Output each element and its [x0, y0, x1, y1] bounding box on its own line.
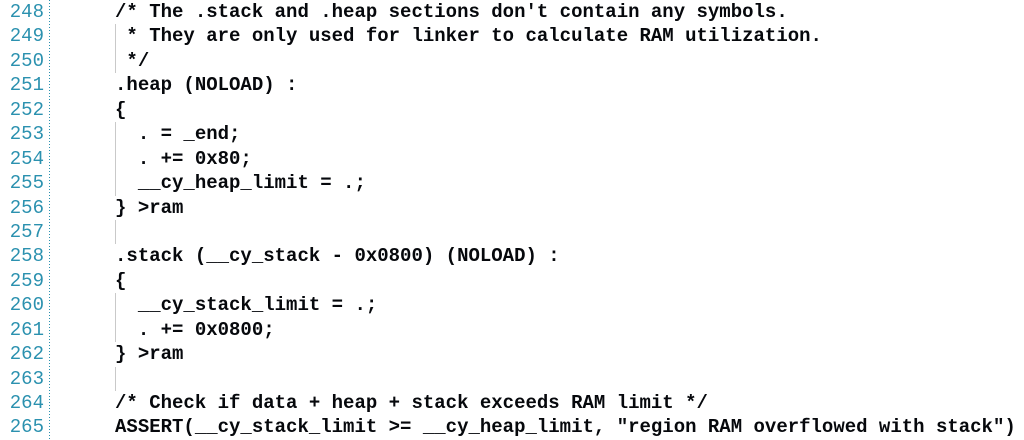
code-text[interactable]: */: [58, 49, 150, 72]
code-line: 265 ASSERT(__cy_stack_limit >= __cy_heap…: [0, 415, 1024, 439]
indent-guide-line: [115, 293, 116, 318]
indent-guide-line: [115, 317, 116, 343]
indent-guide-line: [115, 171, 116, 196]
code-text[interactable]: . += 0x0800;: [58, 318, 275, 341]
code-text[interactable]: __cy_heap_limit = .;: [58, 172, 366, 195]
code-text[interactable]: ASSERT(__cy_stack_limit >= __cy_heap_lim…: [58, 416, 1016, 439]
line-number[interactable]: 248: [9, 1, 44, 23]
line-number[interactable]: 259: [9, 269, 44, 292]
line-number[interactable]: 261: [9, 318, 44, 341]
line-number[interactable]: 253: [9, 123, 44, 146]
gutter-separator: [49, 0, 50, 440]
line-number[interactable]: 250: [9, 49, 44, 72]
code-text[interactable]: {: [58, 269, 127, 292]
line-number[interactable]: 254: [9, 147, 44, 170]
code-text[interactable]: .stack (__cy_stack - 0x0800) (NOLOAD) :: [58, 245, 560, 268]
code-text[interactable]: * They are only used for linker to calcu…: [58, 25, 822, 48]
line-number[interactable]: 260: [9, 294, 44, 317]
line-number[interactable]: 249: [9, 25, 44, 48]
code-line: 257: [0, 219, 1024, 245]
line-number[interactable]: 256: [9, 196, 44, 219]
code-text[interactable]: .heap (NOLOAD) :: [58, 74, 298, 97]
code-text[interactable]: {: [58, 98, 127, 121]
indent-guide-line: [115, 219, 116, 245]
line-number[interactable]: 255: [9, 172, 44, 195]
line-number[interactable]: 252: [9, 98, 44, 121]
code-text[interactable]: [44, 367, 58, 391]
code-text[interactable]: [44, 220, 58, 244]
code-line: 248 /* The .stack and .heap sections don…: [0, 0, 1024, 24]
code-line: 254 . += 0x80;: [0, 146, 1024, 172]
code-line: 258 .stack (__cy_stack - 0x0800) (NOLOAD…: [0, 244, 1024, 268]
code-text[interactable]: /* Check if data + heap + stack exceeds …: [58, 392, 708, 414]
line-number[interactable]: 258: [9, 245, 44, 268]
code-line: 264 /* Check if data + heap + stack exce…: [0, 391, 1024, 415]
code-text[interactable]: . = _end;: [58, 123, 241, 146]
code-text[interactable]: /* The .stack and .heap sections don't c…: [58, 1, 788, 23]
code-line: 252 {: [0, 98, 1024, 122]
code-line: 259 {: [0, 269, 1024, 293]
code-text[interactable]: } >ram: [58, 343, 184, 366]
line-number[interactable]: 264: [9, 392, 44, 414]
line-number[interactable]: 251: [9, 74, 44, 97]
code-line: 262 } >ram: [0, 342, 1024, 366]
code-text[interactable]: } >ram: [58, 196, 184, 219]
code-line: 250 */: [0, 48, 1024, 74]
code-line: 256 } >ram: [0, 196, 1024, 220]
code-line: 263: [0, 366, 1024, 391]
code-text[interactable]: __cy_stack_limit = .;: [58, 294, 378, 317]
code-line: 255 __cy_heap_limit = .;: [0, 171, 1024, 196]
code-line: 260 __cy_stack_limit = .;: [0, 293, 1024, 318]
code-line: 251 .heap (NOLOAD) :: [0, 73, 1024, 97]
line-number[interactable]: 265: [9, 416, 44, 439]
code-line: 253 . = _end;: [0, 122, 1024, 147]
indent-guide-line: [115, 122, 116, 147]
indent-guide-line: [115, 146, 116, 172]
line-number[interactable]: 257: [9, 220, 44, 243]
code-line: 261 . += 0x0800;: [0, 317, 1024, 343]
code-line: 249 * They are only used for linker to c…: [0, 24, 1024, 49]
indent-guide-line: [115, 24, 116, 49]
code-text[interactable]: . += 0x80;: [58, 147, 252, 170]
indent-guide-line: [115, 48, 116, 74]
line-number[interactable]: 262: [9, 343, 44, 366]
indent-guide-line: [115, 366, 116, 391]
line-number[interactable]: 263: [9, 367, 44, 390]
